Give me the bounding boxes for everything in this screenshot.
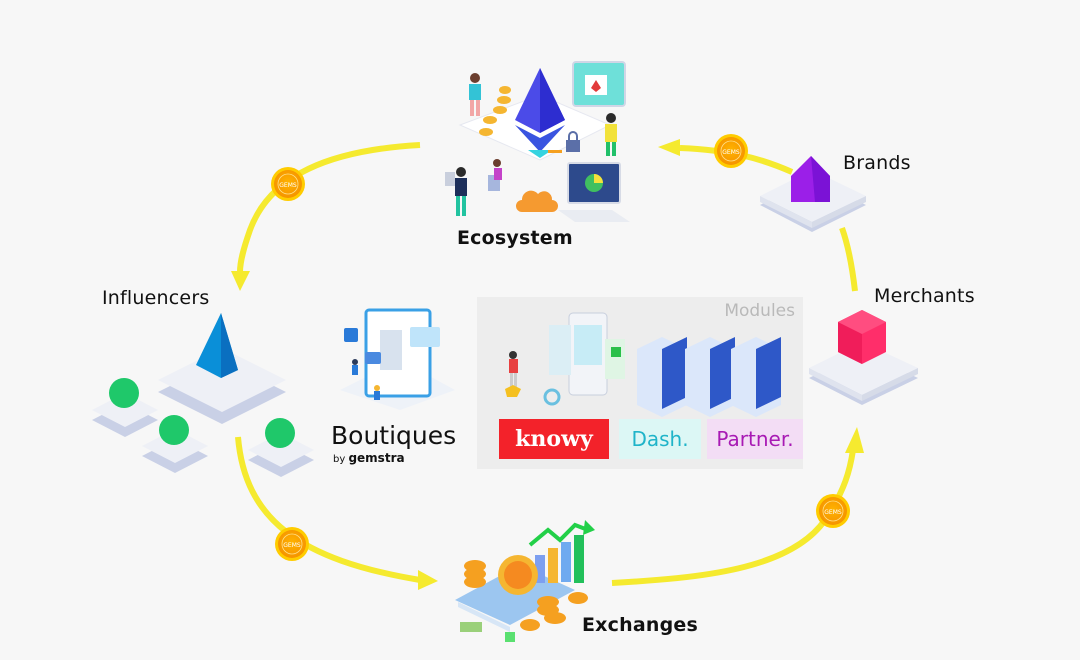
lock-icon [566, 140, 580, 152]
gems-coin: GEMS [275, 527, 309, 561]
node-label-merchants: Merchants [874, 285, 975, 307]
merchants-illustration [809, 310, 918, 405]
module-dash[interactable]: Dash. [619, 419, 701, 459]
boutiques-title: Boutiques [331, 421, 457, 450]
cloud-icon [516, 190, 558, 212]
node-label-influencers: Influencers [102, 287, 210, 309]
trend-arrow-icon [528, 522, 589, 547]
gems-coin: GEMS [816, 494, 850, 528]
arrowhead [658, 139, 680, 156]
flow-arrow-ecosystem-influencers [237, 142, 421, 273]
influencers-illustration [92, 313, 314, 477]
node-label-ecosystem: Ecosystem [457, 227, 573, 249]
module-partner[interactable]: Partner. [707, 419, 803, 459]
gems-coin: GEMS [714, 134, 748, 168]
flow-arrow-merchants-brands [839, 227, 858, 292]
influencer-dot-icon [109, 378, 139, 408]
server-rack-icon [731, 337, 781, 417]
node-label-exchanges: Exchanges [582, 614, 698, 636]
modules-illustration [505, 312, 781, 417]
gems-coin-label: GEMS [279, 182, 297, 189]
flow-arrow-exchanges-merchants [611, 449, 856, 586]
server-rack-icon [637, 337, 687, 417]
modules-panel: Modules knowy Dash. Partner. [477, 297, 803, 469]
boutiques-subtitle: by gemstra [333, 451, 405, 465]
boutiques-by: by [333, 454, 346, 465]
gems-coin-label: GEMS [722, 149, 740, 156]
brands-illustration [760, 156, 866, 232]
gems-coin-label: GEMS [283, 542, 301, 549]
modules-title: Modules [724, 301, 795, 321]
server-rack-icon [685, 337, 735, 417]
influencer-dot-icon [265, 418, 295, 448]
module-knowy[interactable]: knowy [499, 419, 609, 459]
gems-coin-label: GEMS [824, 509, 842, 516]
exchanges-illustration [455, 520, 595, 642]
arrowhead [418, 570, 438, 590]
ecosystem-illustration [445, 61, 630, 222]
boutiques-illustration [340, 308, 455, 410]
boutiques-brand: gemstra [348, 451, 405, 465]
influencer-dot-icon [159, 415, 189, 445]
node-label-brands: Brands [843, 152, 911, 174]
gems-coin: GEMS [271, 167, 305, 201]
arrowhead [231, 271, 250, 291]
arrowhead [845, 427, 864, 453]
